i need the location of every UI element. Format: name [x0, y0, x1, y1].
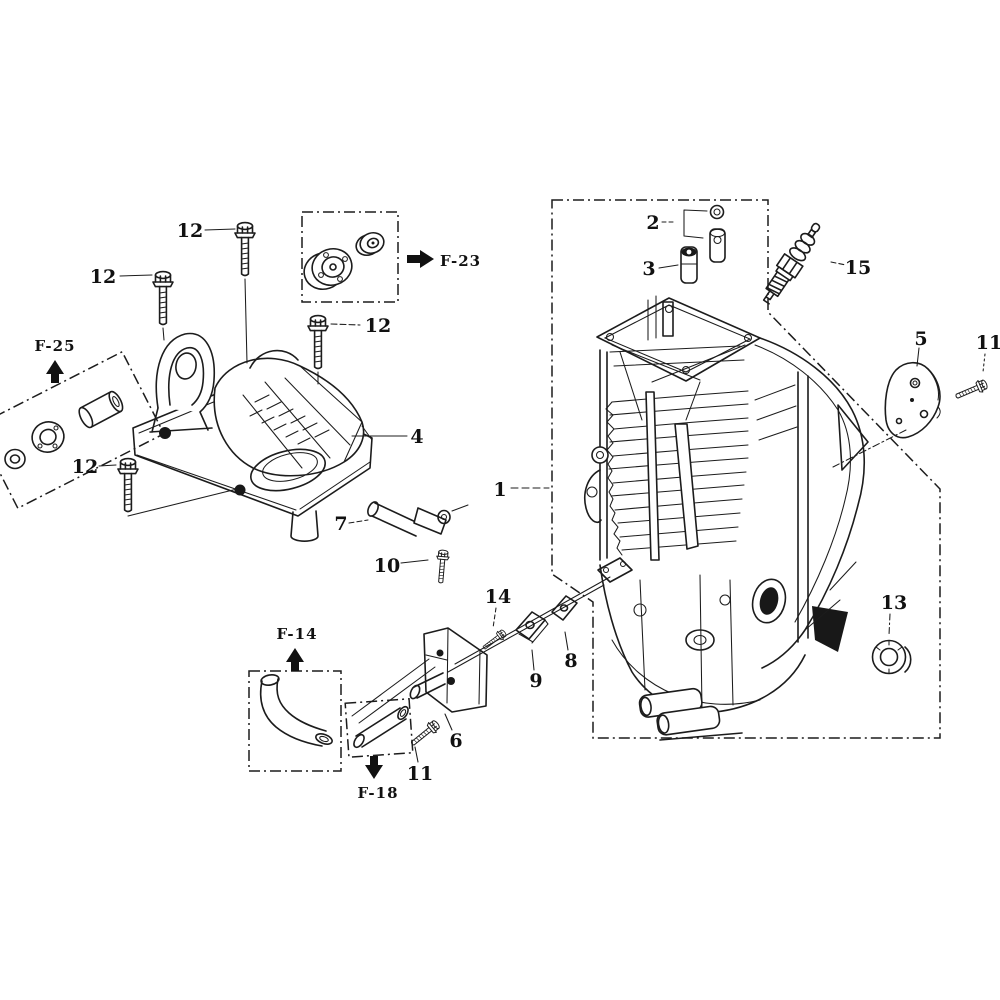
callout-4[interactable]: 4 [410, 426, 423, 448]
screw-part14 [480, 627, 509, 653]
callout-12-lower[interactable]: 12 [72, 456, 98, 478]
bearing-and-washer-f23 [303, 231, 385, 291]
bolt-10 [433, 549, 451, 584]
breather-tube-part7 [367, 501, 469, 537]
exhaust-pipe-f18 [353, 705, 409, 749]
oil-seal-part13 [871, 639, 912, 675]
hose-box-f14 [248, 670, 342, 772]
right-arrow-icon-f23 [407, 250, 434, 268]
callout-6[interactable]: 6 [449, 730, 462, 752]
callout-12-top[interactable]: 12 [177, 220, 203, 242]
callout-11-bottom[interactable]: 11 [407, 763, 433, 785]
down-arrow-icon-f18 [365, 756, 383, 779]
side-cover-plate-part5 [884, 361, 941, 439]
callout-8[interactable]: 8 [564, 650, 577, 672]
callout-2[interactable]: 2 [646, 212, 659, 234]
bearing-kit-box-f25 [0, 350, 165, 510]
bolt-11-right [953, 377, 990, 403]
crankcase-cover-part4 [132, 332, 373, 542]
callout-11-right[interactable]: 11 [976, 332, 1000, 354]
leader-lines [98, 209, 986, 763]
engine-assembly-boundary-box [551, 199, 941, 739]
frame-ref-f14[interactable]: F-14 [276, 625, 317, 643]
frame-ref-f23[interactable]: F-23 [440, 252, 481, 270]
spark-plug-part15 [762, 222, 821, 305]
callout-5[interactable]: 5 [914, 328, 927, 350]
callout-9[interactable]: 9 [529, 670, 542, 692]
exhaust-gasket-part8 [551, 595, 578, 621]
breather-hose-f14 [259, 674, 333, 747]
pipe-box-f18 [344, 698, 414, 758]
callout-1[interactable]: 1 [493, 479, 506, 501]
assembly-axis-lines [351, 576, 611, 724]
flange-bolt-12-left [152, 270, 174, 341]
callout-14[interactable]: 14 [485, 586, 511, 608]
callout-15[interactable]: 15 [845, 257, 871, 279]
callout-12-mid[interactable]: 12 [365, 315, 391, 337]
callout-7[interactable]: 7 [334, 513, 347, 535]
engine-block-part1 [584, 295, 869, 741]
bearing-kit-box-f23 [301, 211, 399, 303]
bolt-11-bottom [407, 718, 442, 750]
up-arrow-icon-f25 [46, 360, 64, 383]
callout-13[interactable]: 13 [881, 592, 907, 614]
flange-bolt-12-mid [307, 314, 329, 385]
callout-12-left[interactable]: 12 [90, 266, 116, 288]
muffler-part6 [409, 627, 488, 713]
flange-bolt-12-lower [117, 457, 238, 517]
up-arrow-icon-f14 [286, 648, 304, 671]
frame-ref-f25[interactable]: F-25 [34, 337, 75, 355]
flange-bolt-12-top [234, 221, 256, 364]
callout-10[interactable]: 10 [374, 555, 400, 577]
callout-3[interactable]: 3 [642, 258, 655, 280]
dowel-pins-parts-2-3 [680, 204, 726, 284]
frame-ref-f18[interactable]: F-18 [357, 784, 398, 802]
bearing-set-f25 [4, 390, 124, 470]
